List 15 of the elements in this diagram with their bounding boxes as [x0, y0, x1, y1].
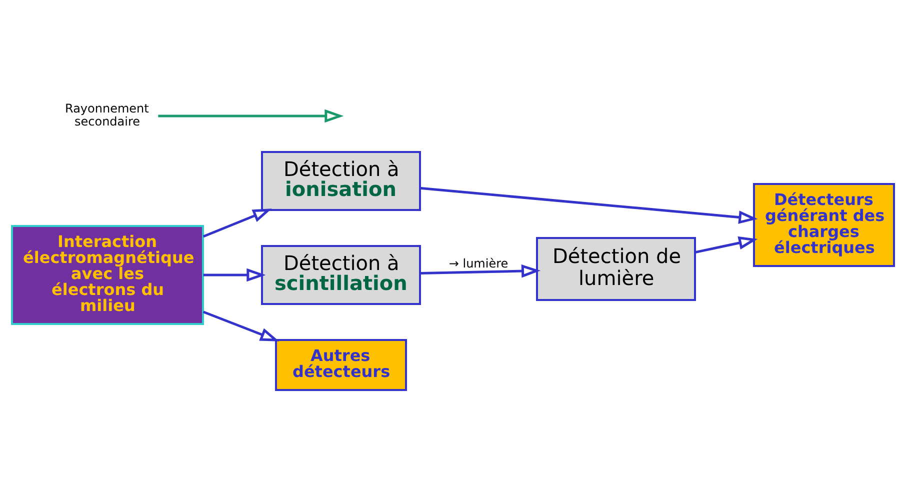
- node-text: Rayonnement secondaire: [65, 102, 149, 129]
- arrow: [202, 208, 272, 238]
- arrow: [203, 268, 266, 282]
- arrow: [694, 236, 758, 254]
- node-box: Détection à ionisation: [261, 151, 421, 211]
- node-box: Détection de lumière: [536, 237, 696, 301]
- arrow: [420, 264, 541, 278]
- node-box: Détection à scintillation: [261, 245, 421, 305]
- arrow: [420, 186, 758, 224]
- arrow: [202, 310, 280, 342]
- node-box: Détecteurs générant des charges électriques: [753, 183, 895, 267]
- arrow: [158, 109, 344, 123]
- node-box: Autres détecteurs: [275, 339, 407, 391]
- edge-label: → lumière: [448, 256, 508, 271]
- node-box: Interaction électromagnétique avec les électrons du milieu: [11, 225, 204, 325]
